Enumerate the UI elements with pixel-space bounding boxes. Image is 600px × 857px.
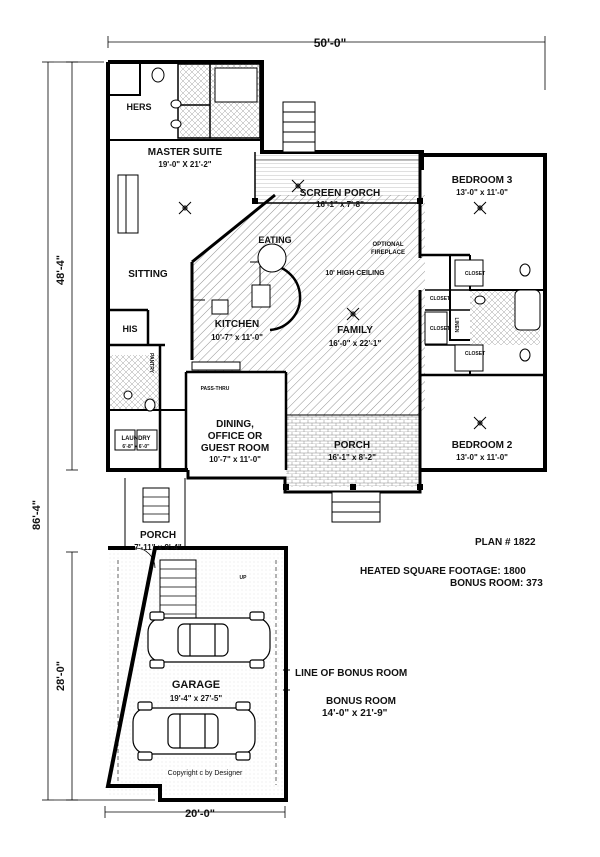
label-closet: CLOSET	[465, 271, 485, 277]
room-bedroom3-size: 13'-0" x 11'-0"	[456, 188, 508, 197]
dim-house-left: 48'-4"	[55, 255, 67, 285]
dim-garage-bottom: 20'-0"	[185, 808, 215, 820]
room-labels: HERS MASTER SUITE 19'-0" X 21'-2" SITTIN…	[121, 102, 512, 777]
room-his: HIS	[122, 324, 137, 334]
label-up: UP	[240, 575, 248, 581]
room-laundry: LAUNDRY	[121, 436, 150, 442]
porch-columns	[252, 198, 423, 490]
room-bedroom2-size: 13'-0" x 11'-0"	[456, 453, 508, 462]
rear-steps	[282, 101, 381, 523]
dimension-lines	[42, 36, 546, 818]
room-hers: HERS	[126, 102, 151, 112]
room-eating: EATING	[258, 235, 291, 245]
room-porch-side-size: 7'-11" x 9'-4"	[134, 543, 182, 552]
heated-square-footage: HEATED SQUARE FOOTAGE: 1800	[360, 566, 526, 577]
room-porch-rear-size: 16'-1" x 8'-2"	[328, 453, 376, 462]
label-pass-thru: PASS-THRU	[201, 386, 230, 392]
room-office: OFFICE OR	[208, 431, 263, 442]
dim-overall-left: 86'-4"	[31, 500, 43, 530]
room-porch-rear: PORCH	[334, 440, 370, 451]
room-garage-size: 19'-4" x 27'-5"	[170, 694, 223, 703]
label-linen: LINEN	[453, 318, 459, 333]
label-copyright: Copyright c by Designer	[168, 770, 243, 777]
label-closet: CLOSET	[430, 326, 450, 332]
plan-number: PLAN # 1822	[475, 537, 536, 548]
room-guest: GUEST ROOM	[201, 443, 269, 454]
car-icon	[147, 611, 271, 669]
ceiling-fan-icon	[178, 179, 487, 430]
fixtures	[114, 67, 541, 451]
bonus-room-size: 14'-0" x 21'-9"	[322, 708, 388, 719]
room-master-suite-size: 19'-0" X 21'-2"	[158, 160, 211, 169]
room-porch-side: PORCH	[140, 530, 176, 541]
room-garage: GARAGE	[172, 679, 220, 691]
line-of-bonus-room: LINE OF BONUS ROOM	[295, 668, 408, 679]
label-closet: CLOSET	[465, 351, 485, 357]
dim-garage-left: 28'-0"	[55, 661, 67, 691]
room-bedroom3: BEDROOM 3	[452, 175, 513, 186]
room-laundry-size: 6'-8" x 6'-0"	[122, 444, 150, 450]
room-sitting: SITTING	[128, 269, 168, 280]
label-optional: OPTIONAL	[373, 242, 404, 248]
dim-top: 50'-0"	[314, 36, 347, 50]
label-pantry: PANTRY	[148, 353, 154, 374]
side-porch	[124, 478, 186, 548]
room-screen-porch-size: 16'-1" x 7'-8"	[316, 200, 364, 209]
label-closet: CLOSET	[430, 296, 450, 302]
bonus-room-title: BONUS ROOM	[326, 696, 396, 707]
room-kitchen-size: 10'-7" x 11'-0"	[211, 333, 263, 342]
label-ceiling: 10' HIGH CEILING	[325, 270, 385, 277]
garage-walls	[105, 546, 290, 802]
room-dining: DINING,	[216, 419, 254, 430]
bonus-room-area: BONUS ROOM: 373	[450, 578, 543, 589]
room-family: FAMILY	[337, 325, 373, 336]
room-dining-size: 10'-7" x 11'-0"	[209, 455, 261, 464]
car-icon	[132, 701, 256, 761]
room-master-suite: MASTER SUITE	[148, 147, 223, 158]
room-family-size: 16'-0" x 22'-1"	[329, 339, 382, 348]
room-kitchen: KITCHEN	[215, 319, 259, 330]
room-bedroom2: BEDROOM 2	[452, 440, 513, 451]
label-fireplace: FIREPLACE	[371, 250, 405, 256]
floor-fills	[108, 62, 540, 796]
room-screen-porch: SCREEN PORCH	[300, 188, 381, 199]
